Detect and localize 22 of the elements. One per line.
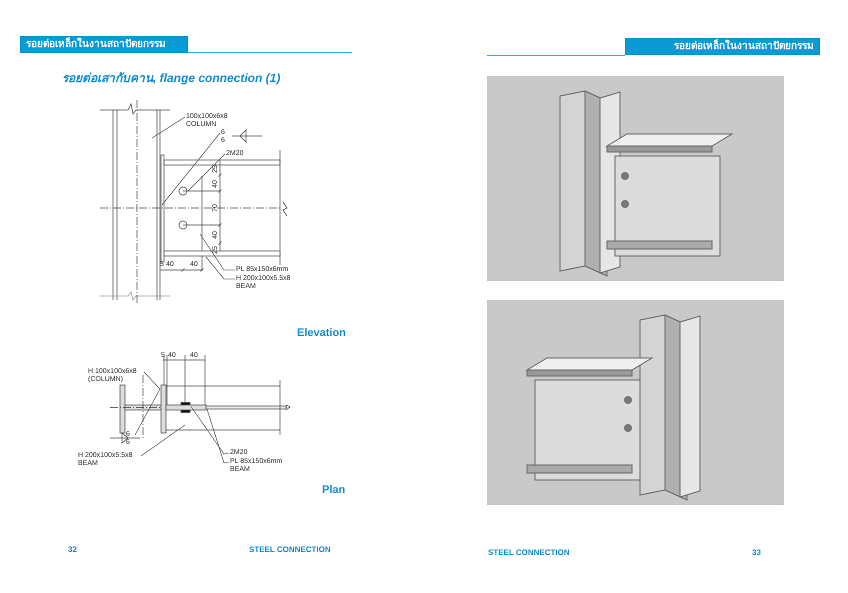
- footer-text: STEEL CONNECTION: [249, 545, 331, 555]
- leader-line: [188, 154, 226, 192]
- leader-line: [144, 372, 160, 390]
- header-band: รอยต่อเหล็กในงานสถาปัตยกรรม: [625, 38, 820, 55]
- header-band: รอยต่อเหล็กในงานสถาปัตยกรรม: [20, 36, 188, 53]
- leader-line: [162, 132, 220, 206]
- leader-line: [134, 388, 160, 436]
- view-title: Elevation: [297, 327, 346, 340]
- leader-line: [200, 234, 236, 270]
- leader-line: [206, 256, 236, 280]
- page-title: รอยต่อเสากับคาน, flange connection (1): [62, 70, 280, 87]
- footer-text: STEEL CONNECTION: [488, 548, 570, 558]
- column-flange: [160, 384, 166, 434]
- page-number: 32: [68, 545, 77, 555]
- leader-line: [190, 406, 230, 454]
- page-number: 33: [752, 548, 761, 558]
- leader-line: [152, 116, 186, 138]
- connection-plate: [166, 404, 206, 410]
- view-title: Plan: [322, 484, 346, 497]
- leader-line: [206, 408, 230, 464]
- leader-line: [140, 424, 186, 456]
- bolt-hole: [178, 186, 188, 196]
